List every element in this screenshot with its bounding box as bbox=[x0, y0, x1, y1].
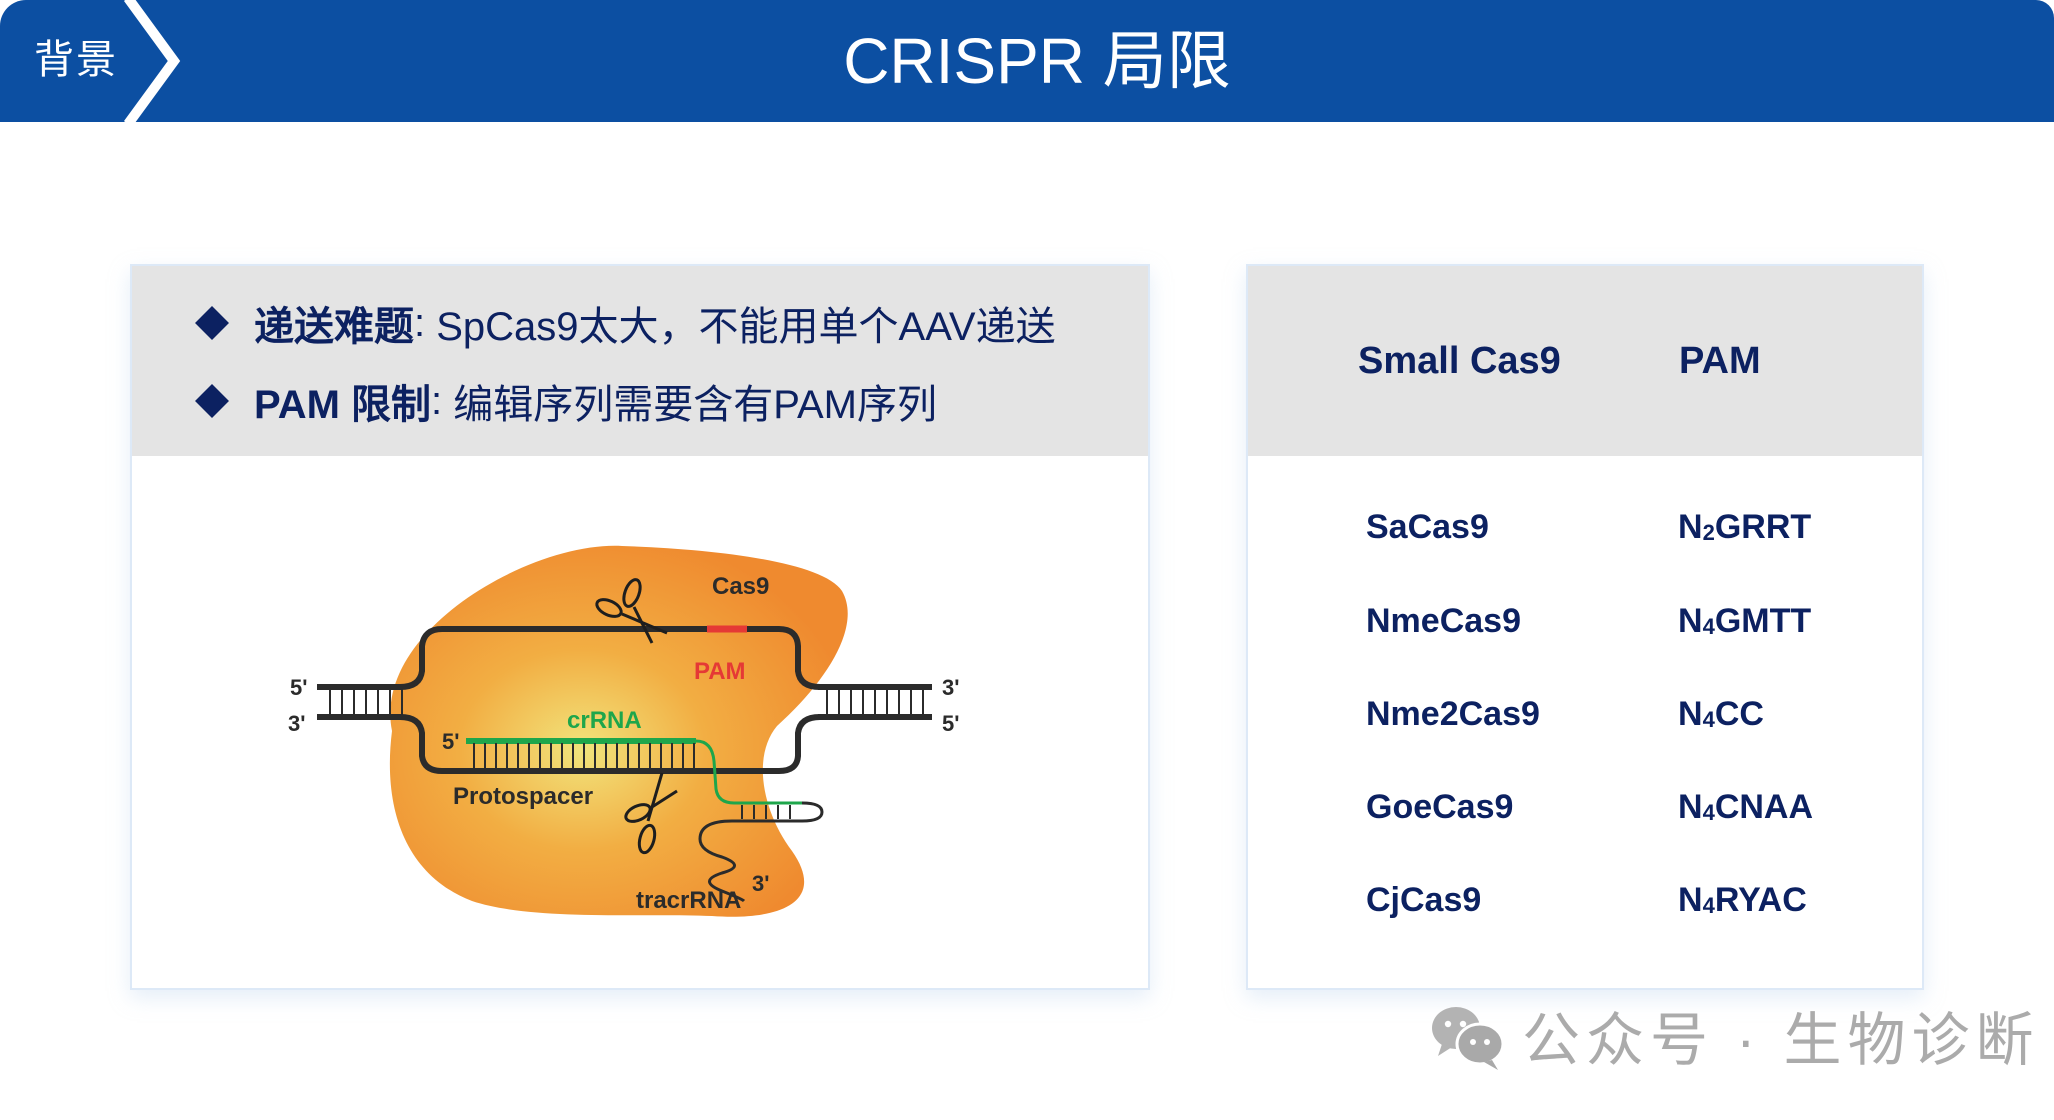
wechat-icon bbox=[1432, 1007, 1505, 1070]
table-row: GoeCas9 N4CNAA bbox=[1248, 788, 1922, 838]
dna-top-strand bbox=[399, 626, 821, 690]
bullet-delivery: 递送难题 : SpCas9太大，不能用单个AAV递送 bbox=[194, 294, 1056, 352]
bullet-text: SpCas9太大，不能用单个AAV递送 bbox=[436, 305, 1056, 349]
cas9-name: CjCas9 bbox=[1366, 881, 1482, 919]
crrna-base-pairs bbox=[473, 743, 695, 769]
pam-sequence: N4CNAA bbox=[1678, 788, 1814, 826]
tracrrna-strand bbox=[698, 801, 824, 903]
dna-duplex-right bbox=[818, 684, 932, 720]
watermark-text: 公众号 · 生物诊断 bbox=[1522, 1008, 2040, 1073]
table-row: Nme2Cas9 N4CC bbox=[1248, 695, 1922, 745]
bullet-pam: PAM 限制 : 编辑序列需要含有PAM序列 bbox=[194, 372, 937, 430]
chevron-divider-icon bbox=[124, 0, 181, 122]
crrna-linker bbox=[695, 739, 802, 805]
cas9-protein-shape bbox=[389, 545, 848, 917]
watermark: 公众号 · 生物诊断 bbox=[1428, 1000, 2040, 1073]
cas9-name: GoeCas9 bbox=[1366, 788, 1514, 826]
dna-bottom-strand bbox=[399, 714, 821, 774]
protospacer-label: Protospacer bbox=[453, 783, 593, 810]
tracrrna-base-pairs bbox=[741, 805, 791, 819]
crrna-label: crRNA bbox=[567, 707, 642, 734]
left-top-end-label: 5' bbox=[290, 675, 307, 700]
pam-sequence: N4RYAC bbox=[1678, 881, 1807, 919]
section-tag: 背景 bbox=[34, 38, 118, 82]
cas9-diagram: Cas9 PAM crRNA 5' Protospacer tracrRNA 3… bbox=[288, 545, 959, 917]
bullet-separator: : bbox=[431, 378, 454, 423]
table-header-row: Small Cas9 PAM bbox=[1248, 266, 1922, 456]
bullet-text: 编辑序列需要含有PAM序列 bbox=[453, 383, 937, 427]
scissors-icon-bottom bbox=[624, 772, 678, 855]
cas9-label: Cas9 bbox=[712, 573, 769, 600]
cas9-name: NmeCas9 bbox=[1366, 602, 1521, 640]
page-title: CRISPR 局限 bbox=[843, 25, 1231, 97]
pam-sequence: N2GRRT bbox=[1678, 508, 1812, 546]
pam-label: PAM bbox=[694, 658, 746, 685]
tracrrna-3prime-label: 3' bbox=[752, 871, 769, 896]
crrna-5prime-label: 5' bbox=[442, 729, 459, 754]
right-top-end-label: 3' bbox=[942, 675, 959, 700]
limitations-card: 递送难题 : SpCas9太大，不能用单个AAV递送 PAM 限制 : 编辑序列… bbox=[130, 264, 1150, 990]
table-row: CjCas9 N4RYAC bbox=[1248, 881, 1922, 931]
right-bottom-end-label: 5' bbox=[942, 711, 959, 736]
bullet-separator: : bbox=[414, 300, 437, 345]
bullet-label: 递送难题 bbox=[254, 305, 414, 349]
diamond-bullet-icon bbox=[195, 306, 229, 340]
cas9-name: SaCas9 bbox=[1366, 508, 1489, 546]
cas9-name: Nme2Cas9 bbox=[1366, 695, 1540, 733]
left-bottom-end-label: 3' bbox=[288, 711, 305, 736]
table-row: SaCas9 N2GRRT bbox=[1248, 508, 1922, 558]
tracrrna-label: tracrRNA bbox=[636, 887, 741, 914]
small-cas9-table: Small Cas9 PAM SaCas9 N2GRRT NmeCas9 N4G… bbox=[1246, 264, 1924, 990]
diamond-bullet-icon bbox=[195, 384, 229, 418]
column-header-small-cas9: Small Cas9 bbox=[1358, 340, 1561, 382]
table-row: NmeCas9 N4GMTT bbox=[1248, 602, 1922, 652]
scissors-icon-top bbox=[595, 578, 668, 644]
pam-sequence: N4GMTT bbox=[1678, 602, 1812, 640]
dna-duplex-left bbox=[317, 684, 403, 720]
limitations-panel: 递送难题 : SpCas9太大，不能用单个AAV递送 PAM 限制 : 编辑序列… bbox=[132, 266, 1148, 456]
slide-header: 背景 CRISPR 局限 bbox=[0, 0, 2054, 122]
column-header-pam: PAM bbox=[1679, 340, 1761, 382]
pam-sequence: N4CC bbox=[1678, 695, 1764, 733]
bullet-label: PAM 限制 bbox=[254, 383, 432, 427]
